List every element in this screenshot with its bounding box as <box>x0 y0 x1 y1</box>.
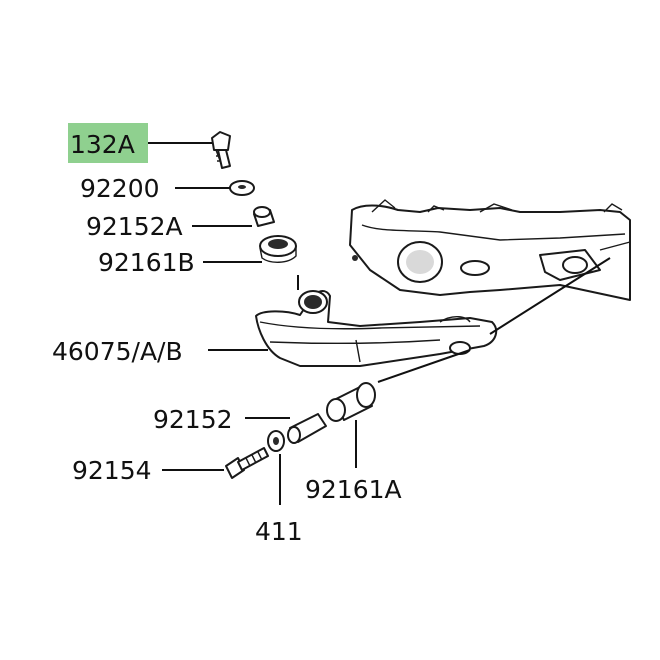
part-label-highlight <box>68 123 148 163</box>
collar-92152a <box>253 206 275 227</box>
damper-92161b <box>259 235 297 263</box>
label-92152a: 92152A <box>86 212 183 241</box>
frame-section <box>349 199 631 301</box>
grab-handle <box>255 290 498 367</box>
label-46075-a-b: 46075/A/B <box>52 337 183 366</box>
washer-92200 <box>229 180 255 196</box>
label-92154: 92154 <box>72 456 152 485</box>
label-92200: 92200 <box>80 174 160 203</box>
bolt-132a <box>211 131 231 169</box>
label-92152: 92152 <box>153 405 233 434</box>
label-411: 411 <box>255 517 303 546</box>
label-92161a: 92161A <box>305 475 402 504</box>
leader-lines <box>148 142 357 505</box>
label-132a: 132A <box>70 130 135 159</box>
label-92161b: 92161B <box>98 248 195 277</box>
collar-92152 <box>287 413 327 444</box>
washer-411 <box>267 430 285 452</box>
damper-92161a <box>326 382 376 422</box>
screw-92154 <box>225 447 269 479</box>
assembly-line <box>377 257 611 383</box>
